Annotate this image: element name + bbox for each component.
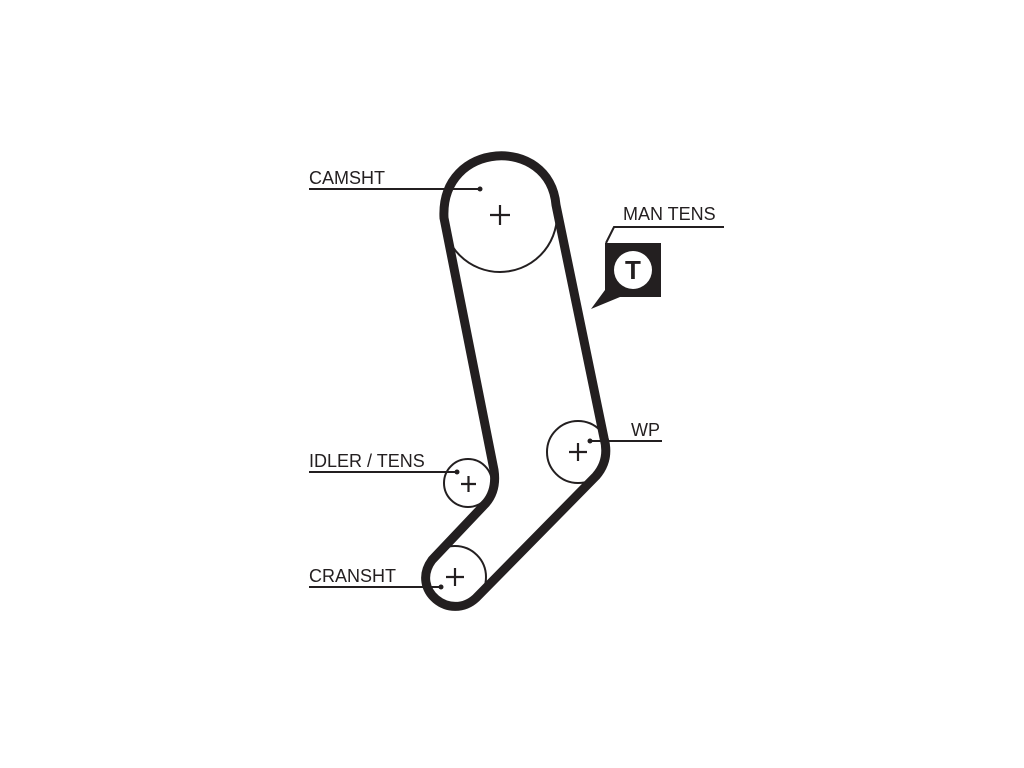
camshaft-label: CAMSHT [309, 168, 385, 188]
timing-belt [421, 151, 611, 611]
man-tens-leader [605, 226, 724, 244]
cranksht-label: CRANSHT [309, 566, 396, 586]
manual-tensioner-icon: T [591, 243, 661, 309]
idler-tens-label: IDLER / TENS [309, 451, 425, 471]
wp-label: WP [631, 420, 660, 440]
pulley-center-marks [446, 205, 587, 586]
tensioner-symbol: T [625, 255, 641, 285]
man-tens-label: MAN TENS [623, 204, 716, 224]
